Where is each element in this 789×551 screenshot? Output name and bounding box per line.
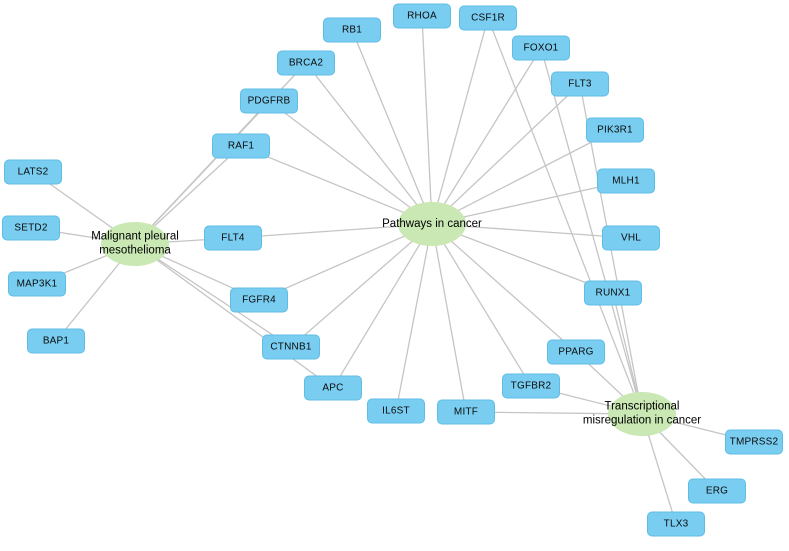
edge-tmc-CSF1R — [487, 17, 643, 415]
edge-pc-RUNX1 — [431, 223, 614, 294]
edge-mpm-CTNNB1 — [134, 243, 292, 348]
gene-node-APC[interactable]: APC — [304, 375, 362, 401]
gene-node-ERG[interactable]: ERG — [688, 478, 746, 504]
gene-node-MITF[interactable]: MITF — [437, 399, 495, 425]
gene-node-BRCA2[interactable]: BRCA2 — [277, 50, 335, 76]
gene-node-RUNX1[interactable]: RUNX1 — [584, 280, 642, 306]
gene-node-PPARG[interactable]: PPARG — [547, 339, 605, 365]
edge-pc-RAF1 — [240, 145, 433, 225]
edge-pc-FOXO1 — [431, 47, 542, 225]
gene-node-IL6ST[interactable]: IL6ST — [367, 398, 425, 424]
gene-node-MLH1[interactable]: MLH1 — [597, 168, 655, 194]
pathway-node-pc[interactable] — [398, 202, 466, 246]
edge-pc-IL6ST — [395, 223, 433, 412]
edge-pc-BRCA2 — [305, 62, 433, 225]
gene-node-TMPRSS2[interactable]: TMPRSS2 — [725, 429, 783, 455]
edge-pc-CTNNB1 — [290, 223, 433, 348]
edge-pc-PDGFRB — [268, 100, 433, 225]
gene-node-SETD2[interactable]: SETD2 — [2, 215, 60, 241]
edge-pc-APC — [332, 223, 433, 389]
edge-pc-PPARG — [431, 223, 577, 353]
edge-pc-RB1 — [351, 29, 433, 225]
gene-node-RAF1[interactable]: RAF1 — [212, 133, 270, 159]
edge-tmc-FOXO1 — [540, 47, 643, 415]
edge-pc-FGFR4 — [258, 223, 433, 301]
edge-pc-RHOA — [421, 15, 433, 225]
gene-node-TLX3[interactable]: TLX3 — [647, 511, 705, 537]
gene-node-CSF1R[interactable]: CSF1R — [459, 5, 517, 31]
pathway-node-tmc[interactable] — [608, 392, 676, 436]
gene-node-CTNNB1[interactable]: CTNNB1 — [262, 334, 320, 360]
edge-pc-FLT3 — [431, 83, 581, 225]
gene-node-PDGFRB[interactable]: PDGFRB — [240, 88, 298, 114]
gene-node-VHL[interactable]: VHL — [602, 225, 660, 251]
edge-pc-CSF1R — [431, 17, 489, 225]
gene-node-FOXO1[interactable]: FOXO1 — [512, 35, 570, 61]
gene-node-MAP3K1[interactable]: MAP3K1 — [8, 271, 66, 297]
gene-node-FLT3[interactable]: FLT3 — [551, 71, 609, 97]
edge-pc-PIK3R1 — [431, 129, 616, 225]
gene-node-FGFR4[interactable]: FGFR4 — [230, 287, 288, 313]
pathway-node-mpm[interactable] — [101, 222, 169, 266]
gene-node-FLT4[interactable]: FLT4 — [204, 225, 262, 251]
pathway-label-pc: Pathways in cancer — [382, 217, 482, 230]
edge-pc-TGFBR2 — [431, 223, 532, 387]
gene-node-TGFBR2[interactable]: TGFBR2 — [502, 373, 560, 399]
gene-node-RB1[interactable]: RB1 — [323, 17, 381, 43]
gene-node-PIK3R1[interactable]: PIK3R1 — [586, 117, 644, 143]
gene-node-LATS2[interactable]: LATS2 — [4, 159, 62, 185]
edge-mpm-APC — [134, 243, 334, 389]
edge-pc-MITF — [431, 223, 467, 413]
gene-node-BAP1[interactable]: BAP1 — [27, 328, 85, 354]
gene-node-RHOA[interactable]: RHOA — [393, 3, 451, 29]
